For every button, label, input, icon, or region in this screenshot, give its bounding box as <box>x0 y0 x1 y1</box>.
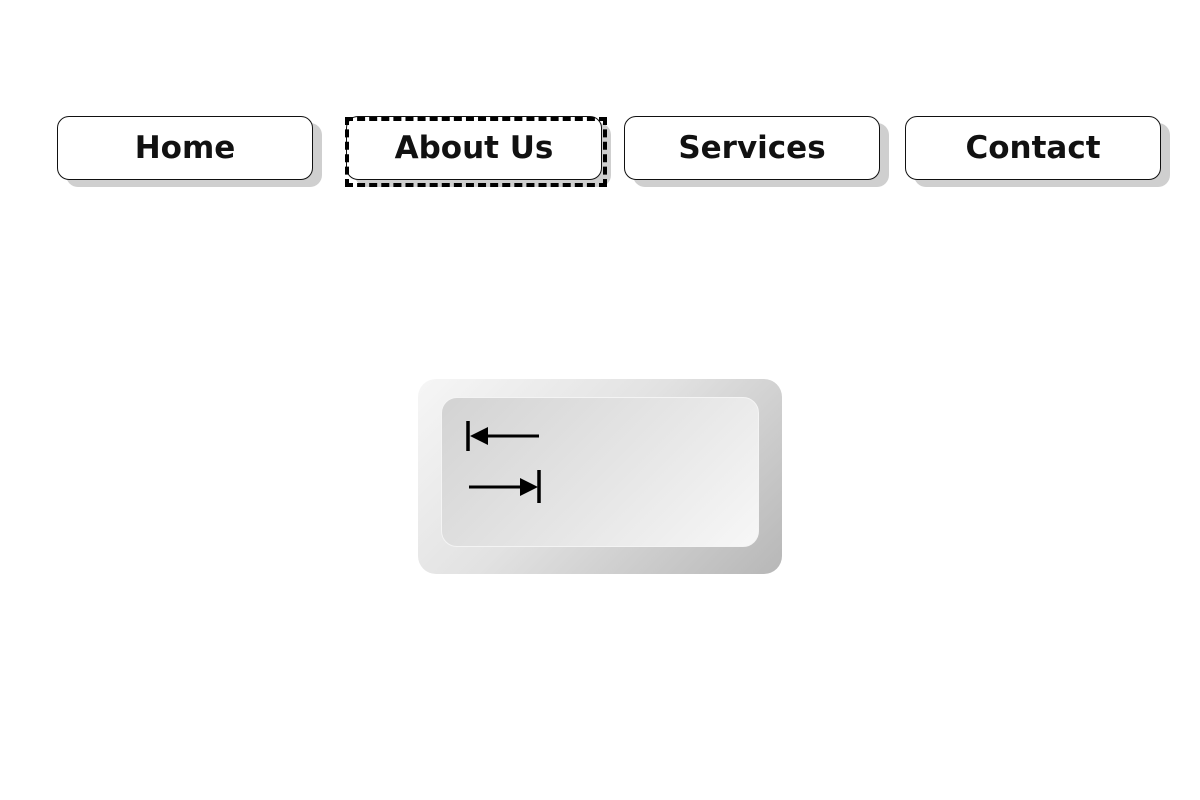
nav-button-services[interactable]: Services <box>624 116 880 180</box>
tab-key-face <box>441 397 759 547</box>
nav-button-about-us[interactable]: About Us <box>346 116 602 180</box>
nav-button-contact[interactable]: Contact <box>905 116 1161 180</box>
tab-key <box>418 379 782 574</box>
tab-arrows-icon <box>466 421 541 503</box>
nav-button-label: Services <box>678 130 826 166</box>
nav-button-label: Contact <box>965 130 1101 166</box>
nav-button-label: Home <box>134 130 236 166</box>
nav-button-home[interactable]: Home <box>57 116 313 180</box>
nav-button-label: About Us <box>394 130 554 166</box>
